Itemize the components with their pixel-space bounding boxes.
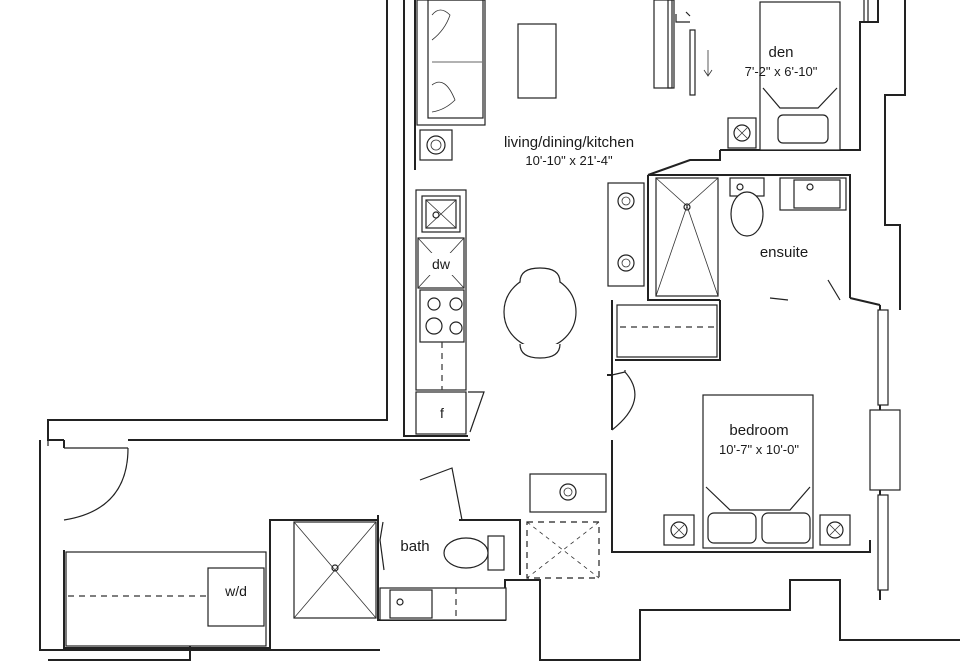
ensuite-toilet bbox=[729, 177, 765, 237]
ensuite-label: ensuite bbox=[760, 244, 808, 261]
bath-label: bath bbox=[400, 538, 429, 555]
den-size: 7'-2" x 6'-10" bbox=[745, 64, 818, 79]
closet-door-swing bbox=[611, 370, 636, 431]
dishwasher-label: dw bbox=[432, 256, 451, 272]
closet-ensuite bbox=[616, 304, 718, 358]
washer-dryer-label: w/d bbox=[224, 583, 247, 599]
dining-table bbox=[503, 267, 577, 359]
coffee-table bbox=[517, 23, 557, 99]
kitchen-counter bbox=[415, 189, 467, 391]
bath-shower bbox=[293, 521, 377, 619]
den-bed bbox=[727, 1, 841, 151]
fridge-label: f bbox=[440, 405, 444, 421]
bedroom-windows bbox=[869, 309, 901, 591]
tv-unit bbox=[653, 0, 713, 96]
column-fixture bbox=[419, 129, 453, 161]
bath-tub-vanity bbox=[379, 587, 507, 621]
bath-door-swing bbox=[379, 467, 463, 571]
nightstand-left bbox=[663, 514, 695, 546]
bedroom-bed bbox=[702, 394, 814, 549]
living-size: 10'-10" x 21'-4" bbox=[525, 153, 613, 168]
ensuite-door-swing bbox=[769, 279, 841, 301]
living-label: living/dining/kitchen bbox=[504, 134, 634, 151]
bedroom-label: bedroom bbox=[729, 422, 788, 439]
hall-closet bbox=[526, 521, 600, 579]
den-marker bbox=[675, 11, 691, 23]
bedroom-size: 10'-7" x 10'-0" bbox=[719, 442, 799, 457]
washer-dryer bbox=[207, 567, 265, 627]
ensuite-shower bbox=[655, 177, 719, 297]
sofa bbox=[416, 0, 486, 126]
ensuite-vanity bbox=[779, 177, 847, 211]
linen-cabinet bbox=[529, 473, 607, 513]
bath-toilet bbox=[443, 535, 505, 571]
entry-door bbox=[47, 428, 129, 521]
den-label: den bbox=[768, 44, 793, 61]
pantry-cabinets bbox=[607, 182, 645, 287]
fridge bbox=[415, 391, 485, 435]
nightstand-right bbox=[819, 514, 851, 546]
den-window bbox=[863, 0, 869, 22]
